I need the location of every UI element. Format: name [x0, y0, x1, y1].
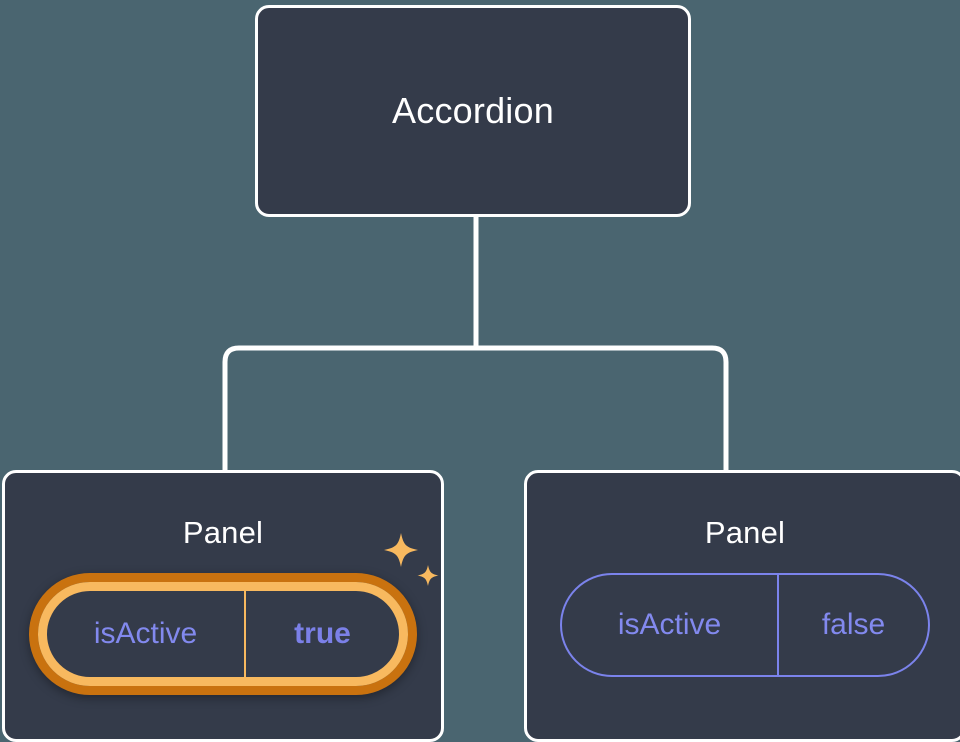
node-title: Accordion: [392, 90, 554, 131]
node-panel-inactive[interactable]: Panel isActive false: [524, 470, 960, 742]
prop-key: isActive: [617, 608, 722, 641]
prop-value: false: [777, 575, 928, 675]
prop-key: isActive: [93, 617, 198, 650]
prop-value: true: [244, 591, 399, 677]
node-title: Panel: [182, 515, 264, 550]
prop-pill-highlight-ring: isActive true: [29, 573, 417, 695]
prop-pill-wrapper-inactive: isActive false: [560, 573, 930, 677]
sparkle-small-icon: [417, 565, 439, 586]
node-accordion[interactable]: Accordion: [255, 5, 691, 217]
prop-pill-inactive[interactable]: isActive false: [560, 573, 930, 677]
node-panel-active[interactable]: Panel isActive true: [2, 470, 444, 742]
connector-branch-bus: [222, 345, 729, 470]
prop-pill-wrapper-active: isActive true: [29, 533, 439, 695]
prop-pill-active[interactable]: isActive true: [38, 582, 408, 686]
node-title: Panel: [704, 515, 786, 550]
sparkle-large-icon: [384, 533, 418, 567]
